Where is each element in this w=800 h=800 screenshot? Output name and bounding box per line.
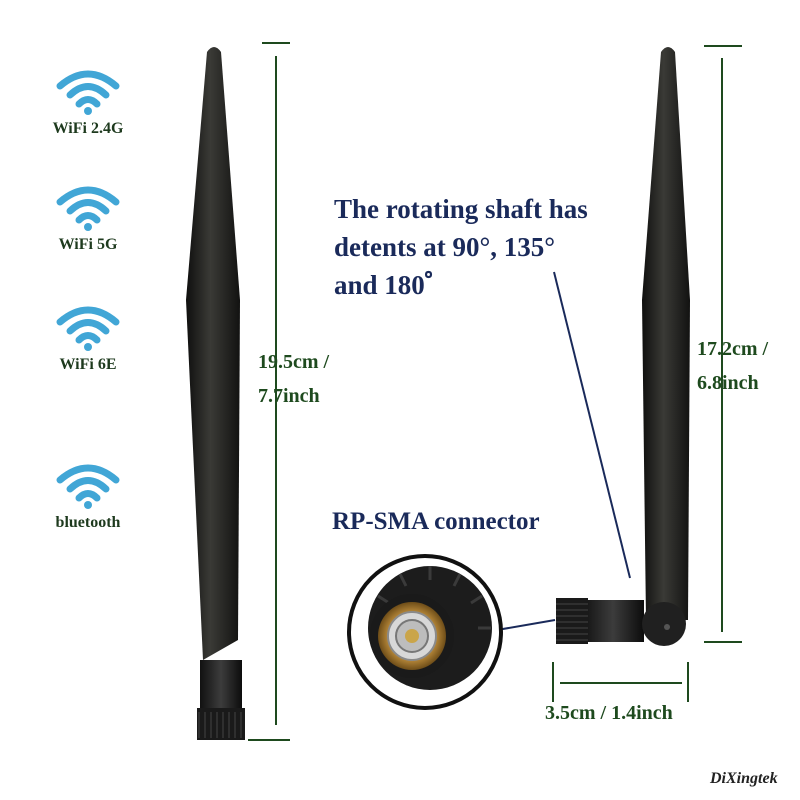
feature-label: WiFi 6E: [59, 356, 117, 373]
feature-label: WiFi 5G: [58, 236, 118, 253]
connector-closeup: [347, 554, 503, 710]
note-line: The rotating shaft has: [334, 194, 588, 224]
wifi-icon: [56, 186, 120, 231]
left-dimension-line: [248, 42, 290, 741]
wifi-icon: [56, 70, 120, 115]
left-dimension-inch: 7.7inch: [258, 385, 320, 407]
left-dimension-cm: 19.5cm /: [258, 351, 330, 373]
left-antenna: [186, 47, 245, 740]
feature-wifi-5g: WiFi 5G: [18, 182, 158, 254]
note-pointer-line: [553, 271, 631, 579]
feature-bluetooth: bluetooth: [18, 460, 158, 532]
feature-wifi-6e: WiFi 6E: [18, 302, 158, 374]
note-line: and 180゜: [334, 270, 452, 300]
left-dimension-label: 19.5cm / 7.7inch: [258, 345, 329, 413]
right-dimension-line: [704, 45, 742, 643]
right-antenna: [556, 47, 690, 646]
right-dimension-inch: 6.8inch: [697, 372, 759, 394]
base-dimension-line: [552, 662, 689, 702]
right-dimension-label: 17.2cm / 6.8inch: [697, 332, 768, 400]
base-dimension-label: 3.5cm / 1.4inch: [545, 702, 673, 724]
wifi-icon: [56, 464, 120, 509]
right-dimension-cm: 17.2cm /: [697, 338, 769, 360]
connector-pointer-line: [496, 619, 556, 631]
wifi-icon: [56, 306, 120, 351]
note-line: detents at 90°, 135°: [334, 232, 556, 262]
rotating-shaft-note: The rotating shaft has detents at 90°, 1…: [334, 190, 588, 304]
connector-title: RP-SMA connector: [332, 508, 540, 535]
feature-wifi-24g: WiFi 2.4G: [18, 66, 158, 138]
feature-label: bluetooth: [55, 514, 121, 531]
feature-label: WiFi 2.4G: [52, 120, 124, 137]
brand-logo: DiXingtek: [710, 770, 778, 787]
